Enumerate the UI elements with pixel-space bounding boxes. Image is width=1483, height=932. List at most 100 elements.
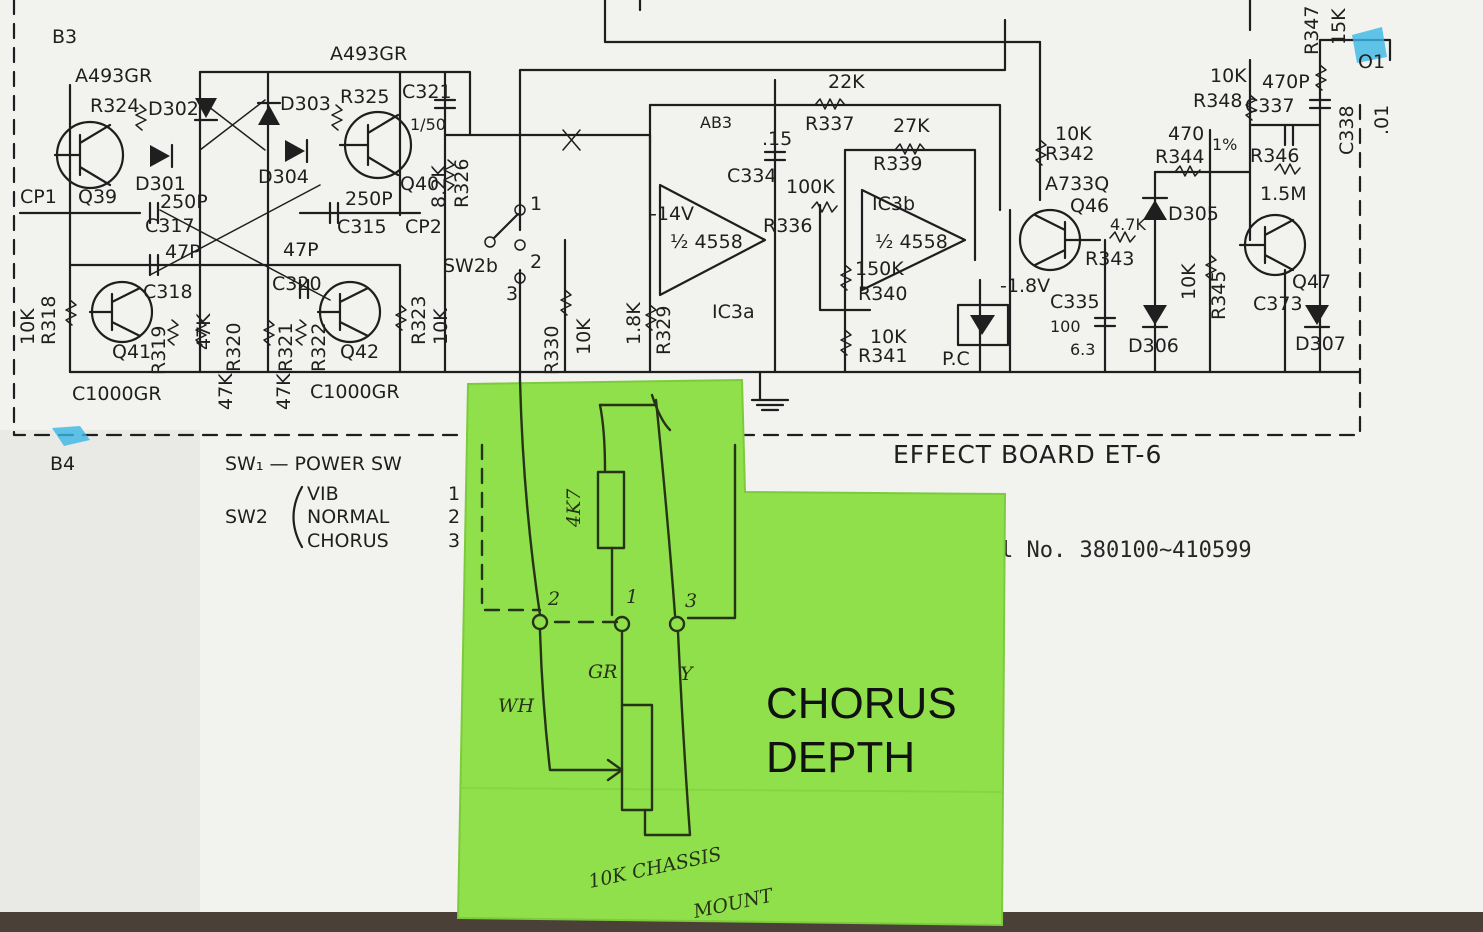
label-q41: Q41: [112, 341, 151, 363]
label-a493gr-left: A493GR: [75, 65, 152, 87]
label-c317: C317: [145, 215, 195, 237]
note-lug-2: 2: [547, 588, 560, 610]
label-r339: R339: [873, 153, 922, 175]
label-ic3a: IC3a: [712, 301, 755, 323]
label-b3: B3: [52, 26, 77, 48]
transistor-q39: [53, 120, 125, 190]
label-r318-value: 10K: [17, 308, 39, 345]
label-r326: R326: [451, 159, 473, 208]
note-wire-gr: GR: [588, 661, 617, 683]
transistor-q42: [316, 280, 382, 344]
label-ic3b-part: ½ 4558: [875, 231, 948, 253]
diode-d306: [1141, 305, 1169, 329]
diode-d303: [256, 101, 282, 125]
label-r347: R347: [1301, 6, 1323, 55]
opamp-ic3a: [658, 183, 767, 297]
diode-d304: [285, 138, 309, 164]
sw2-number-1: 1: [448, 483, 460, 505]
label-q39: Q39: [78, 186, 117, 208]
label-ic3a-part: ½ 4558: [670, 231, 743, 253]
transistor-q47: [1238, 213, 1307, 277]
label-47k-b: 47K: [215, 373, 237, 410]
note-title-depth: DEPTH: [766, 733, 915, 782]
label-c321-value: 1/50: [410, 115, 446, 134]
label-o1: O1: [1358, 51, 1385, 73]
photocell-led: [970, 315, 995, 335]
label-c334-value: .15: [762, 128, 792, 150]
photocell: [956, 303, 1010, 347]
label-c318: C318: [143, 281, 193, 303]
label-d303: D303: [280, 93, 331, 115]
label-r323-value: 10K: [430, 308, 452, 345]
note-wire-y: Y: [680, 663, 695, 685]
sw2-option-vib: VIB: [307, 483, 339, 505]
label-d301: D301: [135, 173, 186, 195]
sw2-number-2: 2: [448, 506, 460, 528]
label-r323: R323: [408, 296, 430, 345]
label-r329: R329: [653, 306, 675, 355]
label-r336: R336: [763, 215, 812, 237]
label-q47: Q47: [1292, 271, 1331, 293]
label-ic3b: IC3b: [872, 193, 915, 215]
label-switch-pos2: 2: [530, 251, 542, 273]
label-c315: C315: [337, 216, 387, 238]
label-r322: R322: [308, 323, 330, 372]
label-250p-left: 250P: [160, 191, 208, 213]
resistor-zigzags: [65, 64, 1327, 356]
label-q40: Q40: [400, 173, 439, 195]
label-250p-right: 250P: [345, 188, 393, 210]
label-c335: C335: [1050, 291, 1100, 313]
label-a493gr-top: A493GR: [330, 43, 407, 65]
label-47k-c: 47K: [273, 373, 295, 410]
label-d304: D304: [258, 166, 309, 188]
transistor-q40: [338, 110, 413, 180]
label-r341-value: 10K: [870, 326, 907, 348]
label-r344-value: 470: [1168, 123, 1204, 145]
label-c320: C320: [272, 273, 322, 295]
label-47k-a: 47K: [193, 313, 215, 350]
sw2-option-normal: NORMAL: [307, 506, 390, 528]
label-cp2: CP2: [405, 216, 442, 238]
cross-wires: [149, 99, 331, 301]
label-c337-value: 470P: [1262, 71, 1310, 93]
label-r330: R330: [541, 326, 563, 375]
label-d306: D306: [1128, 335, 1179, 357]
note-wire-wh: WH: [498, 695, 535, 717]
handwritten-wiring: [480, 378, 737, 837]
label-minus1-8v: -1.8V: [1000, 275, 1050, 297]
label-sw2b: SW2b: [443, 255, 498, 277]
note-lug-1: 1: [626, 586, 638, 608]
sw2-option-chorus: CHORUS: [307, 530, 389, 552]
label-r345: R345: [1208, 271, 1230, 320]
label-r340: R340: [858, 283, 907, 305]
label-c334: C334: [727, 165, 777, 187]
board-title: EFFECT BOARD ET-6: [893, 440, 1162, 469]
label-r337: R337: [805, 113, 854, 135]
label-q42: Q42: [340, 341, 379, 363]
sw2-number-3: 3: [448, 530, 460, 552]
sticky-note: [456, 378, 1007, 927]
label-r346-value: 1.5M: [1260, 183, 1307, 205]
label-c1000gr-right: C1000GR: [310, 381, 400, 403]
o1-highlight: [1352, 27, 1387, 63]
label-r319: R319: [148, 326, 170, 375]
label-r342-value: 10K: [1055, 123, 1092, 145]
label-r326-value: 8.2K: [428, 165, 450, 208]
label-r321: R321: [275, 323, 297, 372]
note-resistor-label: 4K7: [563, 488, 585, 528]
label-r340-value: 150K: [855, 258, 904, 280]
label-r348-value: 10K: [1210, 65, 1247, 87]
sw1-legend: SW₁ — POWER SW: [225, 453, 402, 475]
label-r336-value: 100K: [786, 176, 835, 198]
label-c335-value: 100: [1050, 317, 1081, 336]
label-r339-value: 27K: [893, 115, 930, 137]
label-c373: C373: [1253, 293, 1303, 315]
label-r329-value: 1.8K: [623, 302, 645, 345]
serial-number: l No. 380100~410599: [1000, 538, 1252, 563]
label-d305: D305: [1168, 203, 1219, 225]
note-lug-3: 3: [685, 590, 697, 612]
label-c1000gr-left: C1000GR: [72, 383, 162, 405]
label-d307: D307: [1295, 333, 1346, 355]
label-r320: R320: [223, 323, 245, 372]
